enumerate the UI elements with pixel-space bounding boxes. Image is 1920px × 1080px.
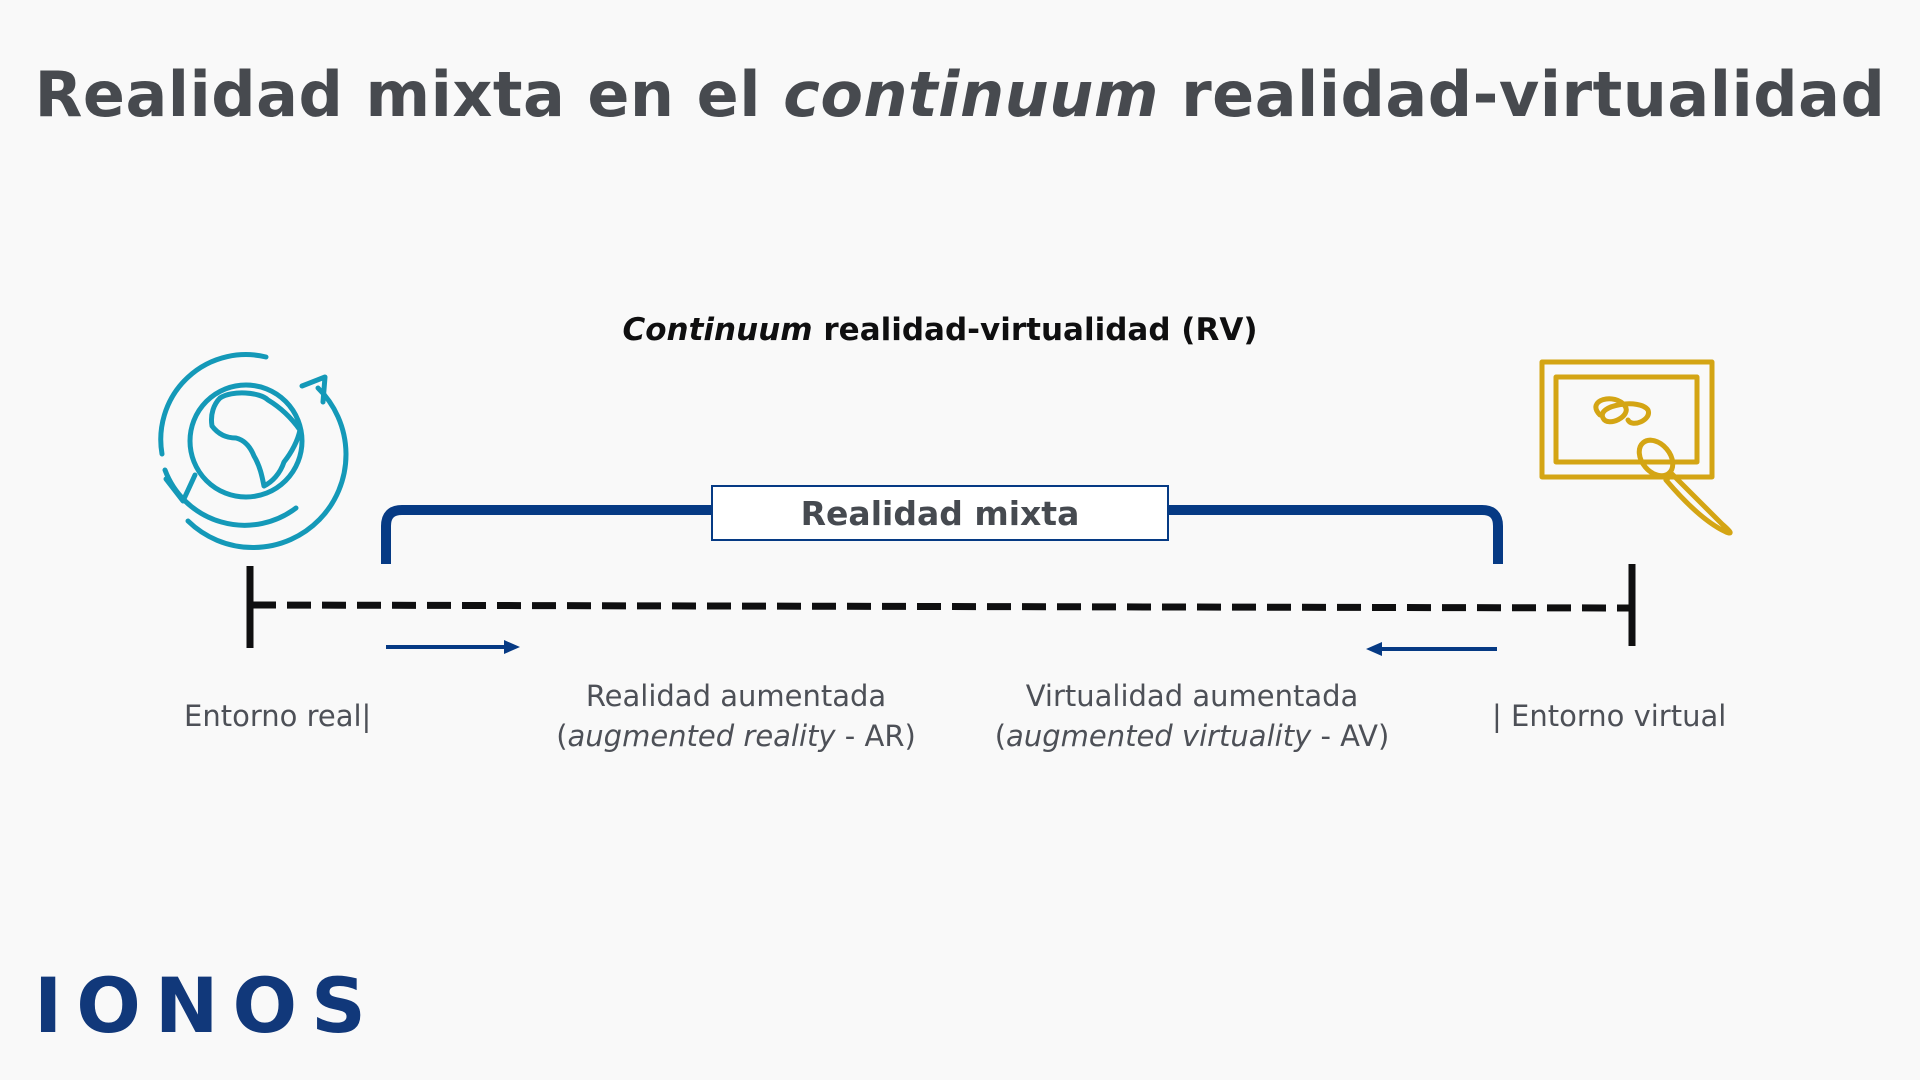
virtual-environment-label: | Entorno virtual (1492, 696, 1726, 736)
globe-with-rotation-arrows-icon (158, 352, 349, 550)
ionos-logo: IONOS (34, 961, 380, 1050)
right-arrow-icon (386, 640, 520, 654)
augmented-reality-title: Realidad aumentada (585, 679, 887, 713)
diagram-subtitle: Continuum realidad-virtualidad (RV) (0, 312, 1880, 348)
real-environment-label: Entorno real| (184, 696, 371, 736)
augmented-virtuality-label: Virtualidad aumentada (augmented virtual… (982, 676, 1402, 756)
av-abbreviation: - AV) (1311, 719, 1390, 753)
page-title: Realidad mixta en el continuum realidad-… (0, 58, 1920, 131)
real-environment-text: Entorno real (184, 699, 362, 733)
av-italic-term: augmented virtuality (1006, 719, 1312, 753)
subtitle-italic-word: Continuum (622, 312, 813, 348)
subtitle-rest: realidad-virtualidad (RV) (823, 312, 1258, 348)
title-italic-word: continuum (783, 58, 1159, 131)
mixed-reality-box: Realidad mixta (711, 485, 1169, 541)
title-part-1: Realidad mixta en el (34, 58, 761, 131)
augmented-reality-english: (augmented reality - AR) (536, 716, 936, 756)
title-part-2: realidad-virtualidad (1181, 58, 1886, 131)
canvas-with-paintbrush-icon (1539, 359, 1733, 536)
virtual-environment-text: Entorno virtual (1511, 699, 1727, 733)
real-environment-marker: | (361, 699, 372, 733)
continuum-axis-line (251, 601, 1631, 612)
augmented-virtuality-title: Virtualidad aumentada (1025, 679, 1359, 713)
augmented-reality-label: Realidad aumentada (augmented reality - … (536, 676, 936, 756)
left-arrow-icon (1366, 642, 1497, 656)
mixed-reality-label: Realidad mixta (800, 493, 1080, 533)
av-open-paren: ( (994, 719, 1007, 753)
virtual-environment-marker: | (1492, 699, 1502, 733)
ar-abbreviation: - AR) (835, 719, 916, 753)
ar-italic-term: augmented reality (567, 719, 836, 753)
augmented-virtuality-english: (augmented virtuality - AV) (982, 716, 1402, 756)
ar-open-paren: ( (556, 719, 568, 753)
